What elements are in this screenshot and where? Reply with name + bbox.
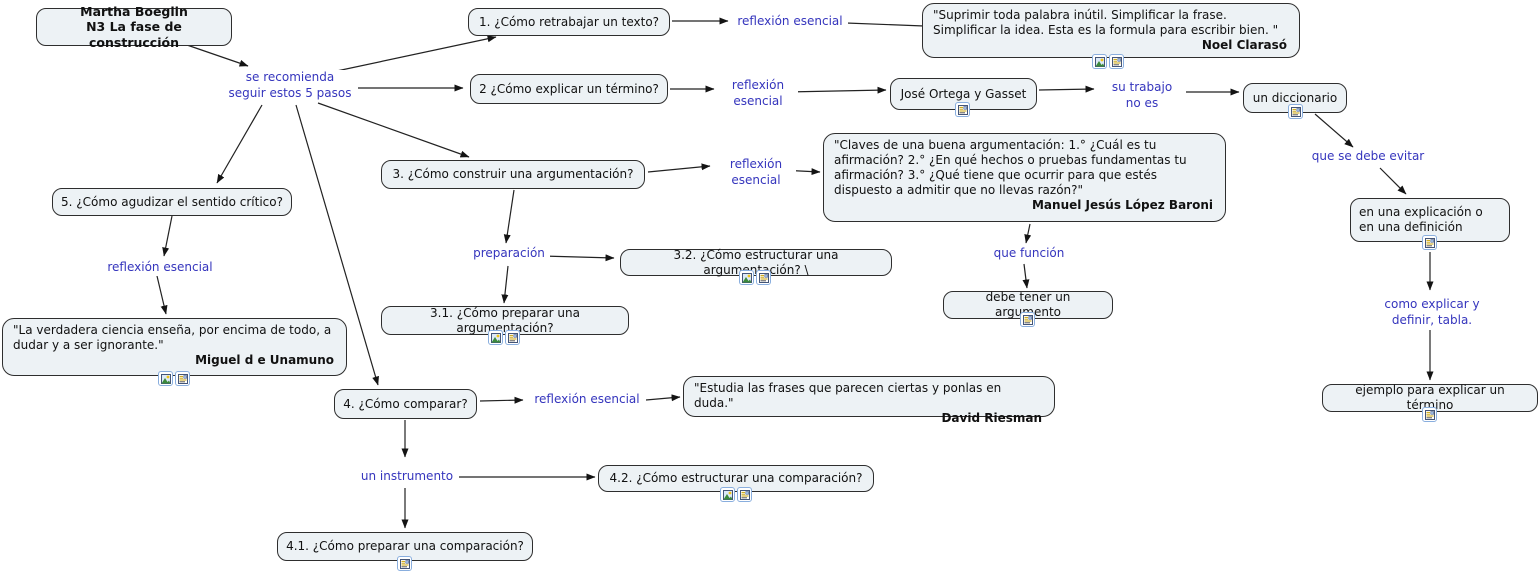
picture-resource-icon[interactable] bbox=[739, 270, 754, 285]
quote-text: "Estudia las frases que parecen ciertas … bbox=[694, 381, 1002, 410]
link-label-que-se-debe-evitar[interactable]: que se debe evitar bbox=[1307, 149, 1429, 165]
quote-author: Miguel d e Unamuno bbox=[195, 353, 334, 367]
resource-icons bbox=[720, 487, 752, 502]
document-resource-icon[interactable] bbox=[1422, 235, 1437, 250]
document-resource-icon[interactable] bbox=[737, 487, 752, 502]
concept-q2[interactable]: 2 ¿Cómo explicar un término? bbox=[470, 74, 668, 104]
picture-resource-icon[interactable] bbox=[1092, 54, 1107, 69]
concept-q42[interactable]: 4.2. ¿Cómo estructurar una comparación? bbox=[598, 465, 874, 492]
concept-explicacion-definicion[interactable]: en una explicación o en una definición bbox=[1350, 198, 1510, 242]
quote-author: Noel Clarasó bbox=[1201, 38, 1287, 52]
quote-author: David Riesman bbox=[941, 411, 1042, 425]
quote-miguel-unamuno[interactable]: "La verdadera ciencia enseña, por encima… bbox=[2, 318, 347, 376]
quote-david-riesman[interactable]: "Estudia las frases que parecen ciertas … bbox=[683, 376, 1055, 425]
quote-manuel-lopez-baroni[interactable]: "Claves de una buena argumentación: 1.° … bbox=[823, 133, 1226, 222]
map-title-node[interactable]: Martha Boeglin N3 La fase de construcció… bbox=[36, 4, 232, 50]
quote-text: "La verdadera ciencia enseña, por encima… bbox=[13, 323, 332, 352]
resource-icons bbox=[488, 330, 520, 345]
document-resource-icon[interactable] bbox=[1288, 104, 1303, 119]
concept-q3[interactable]: 3. ¿Cómo construir una argumentación? bbox=[381, 160, 645, 189]
resource-icons bbox=[1020, 312, 1035, 327]
resource-icons bbox=[397, 556, 412, 571]
resource-icons bbox=[1422, 235, 1437, 250]
link-label-reflexion-3[interactable]: reflexión esencial bbox=[716, 157, 796, 189]
link-label-su-trabajo[interactable]: su trabajo no es bbox=[1099, 80, 1185, 112]
picture-resource-icon[interactable] bbox=[488, 330, 503, 345]
link-label-reflexion-1[interactable]: reflexión esencial bbox=[732, 14, 848, 30]
document-resource-icon[interactable] bbox=[756, 270, 771, 285]
resource-icons bbox=[1092, 54, 1124, 69]
link-label-que-funcion[interactable]: que función bbox=[988, 246, 1070, 262]
link-label-preparacion[interactable]: preparación bbox=[468, 246, 550, 262]
resource-icons bbox=[739, 270, 771, 285]
concept-q4[interactable]: 4. ¿Cómo comparar? bbox=[334, 389, 477, 419]
document-resource-icon[interactable] bbox=[1422, 407, 1437, 422]
document-resource-icon[interactable] bbox=[397, 556, 412, 571]
quote-text: "Claves de una buena argumentación: 1.° … bbox=[834, 138, 1187, 197]
link-label-hub[interactable]: se recomienda seguir estos 5 pasos bbox=[222, 70, 358, 102]
picture-resource-icon[interactable] bbox=[158, 371, 173, 386]
link-label-como-explicar[interactable]: como explicar y definir, tabla. bbox=[1377, 297, 1487, 329]
document-resource-icon[interactable] bbox=[1020, 312, 1035, 327]
resource-icons bbox=[1288, 104, 1303, 119]
link-label-reflexion-2[interactable]: reflexión esencial bbox=[718, 78, 798, 110]
link-label-un-instrumento[interactable]: un instrumento bbox=[355, 469, 459, 485]
document-resource-icon[interactable] bbox=[955, 102, 970, 117]
quote-noel-claraso[interactable]: "Suprimir toda palabra inútil. Simplific… bbox=[922, 3, 1300, 58]
map-title-text: Martha Boeglin N3 La fase de construcció… bbox=[80, 3, 188, 50]
quote-text: "Suprimir toda palabra inútil. Simplific… bbox=[933, 8, 1279, 37]
resource-icons bbox=[158, 371, 190, 386]
concept-q5[interactable]: 5. ¿Cómo agudizar el sentido crítico? bbox=[52, 188, 292, 216]
link-label-reflexion-4[interactable]: reflexión esencial bbox=[528, 392, 646, 408]
picture-resource-icon[interactable] bbox=[720, 487, 735, 502]
link-label-reflexion-5[interactable]: reflexión esencial bbox=[102, 260, 218, 276]
resource-icons bbox=[955, 102, 970, 117]
document-resource-icon[interactable] bbox=[175, 371, 190, 386]
quote-author: Manuel Jesús López Baroni bbox=[1031, 198, 1213, 212]
concept-q1[interactable]: 1. ¿Cómo retrabajar un texto? bbox=[468, 8, 670, 36]
document-resource-icon[interactable] bbox=[505, 330, 520, 345]
document-resource-icon[interactable] bbox=[1109, 54, 1124, 69]
resource-icons bbox=[1422, 407, 1437, 422]
